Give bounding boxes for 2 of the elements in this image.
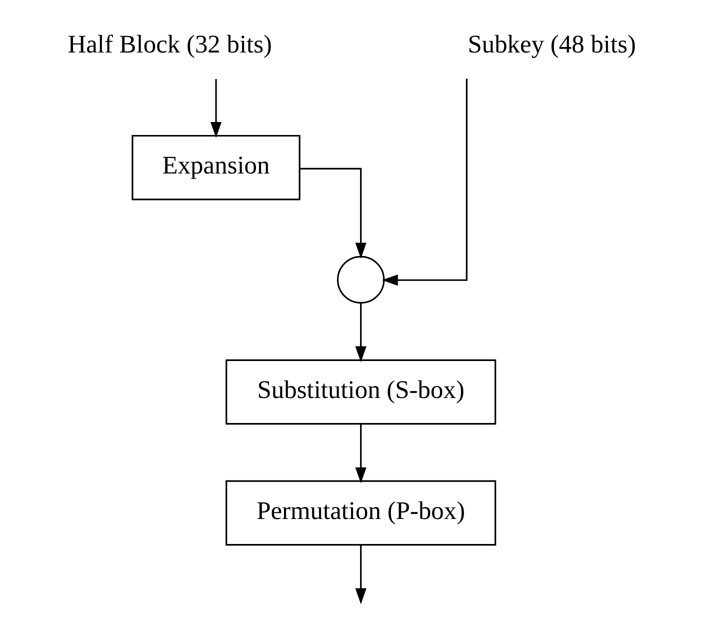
node-text: Subkey (48 bits) (468, 30, 636, 59)
node-text: Half Block (32 bits) (68, 30, 272, 59)
